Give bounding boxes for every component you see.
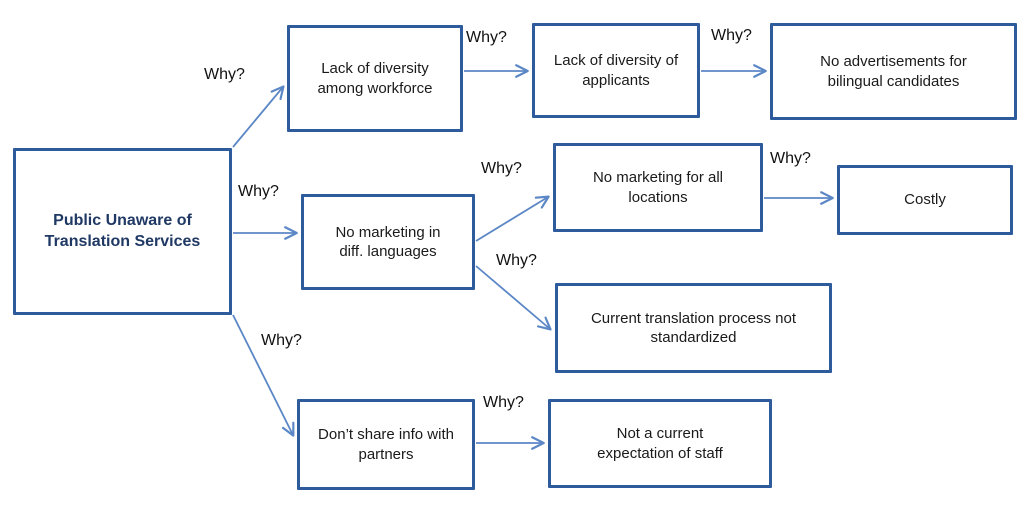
node-no-marketing-all-locations: No marketing for all locations [553,143,763,232]
arrow-root-to-c1 [232,314,295,437]
node-no-marketing-diff-languages: No marketing in diff. languages [301,194,475,290]
node-costly: Costly [837,165,1013,235]
arrow-b1-to-b4 [475,265,552,331]
node-not-current-expectation-staff: Not a current expectation of staff [548,399,772,488]
node-dont-share-info-partners: Don’t share info with partners [297,399,475,490]
why-label-root-c1: Why? [261,332,302,349]
why-label-root-a1: Why? [204,66,245,83]
node-root-public-unaware: Public Unaware of Translation Services [13,148,232,315]
node-no-advertisements-bilingual: No advertisements for bilingual candidat… [770,23,1017,120]
node-lack-of-diversity-applicants: Lack of diversity of applicants [532,23,700,118]
why-label-b2-b3: Why? [770,150,811,167]
arrow-b1-to-b2 [475,195,550,242]
why-label-c1-c2: Why? [483,394,524,411]
why-label-b1-b4: Why? [496,252,537,269]
why-label-a1-a2: Why? [466,29,507,46]
why-label-a2-a3: Why? [711,27,752,44]
node-translation-process-not-standardized: Current translation process not standard… [555,283,832,373]
why-label-root-b1: Why? [238,183,279,200]
why-label-b1-b2: Why? [481,160,522,177]
arrow-root-to-a1 [232,85,285,148]
node-lack-of-diversity-workforce: Lack of diversity among workforce [287,25,463,132]
